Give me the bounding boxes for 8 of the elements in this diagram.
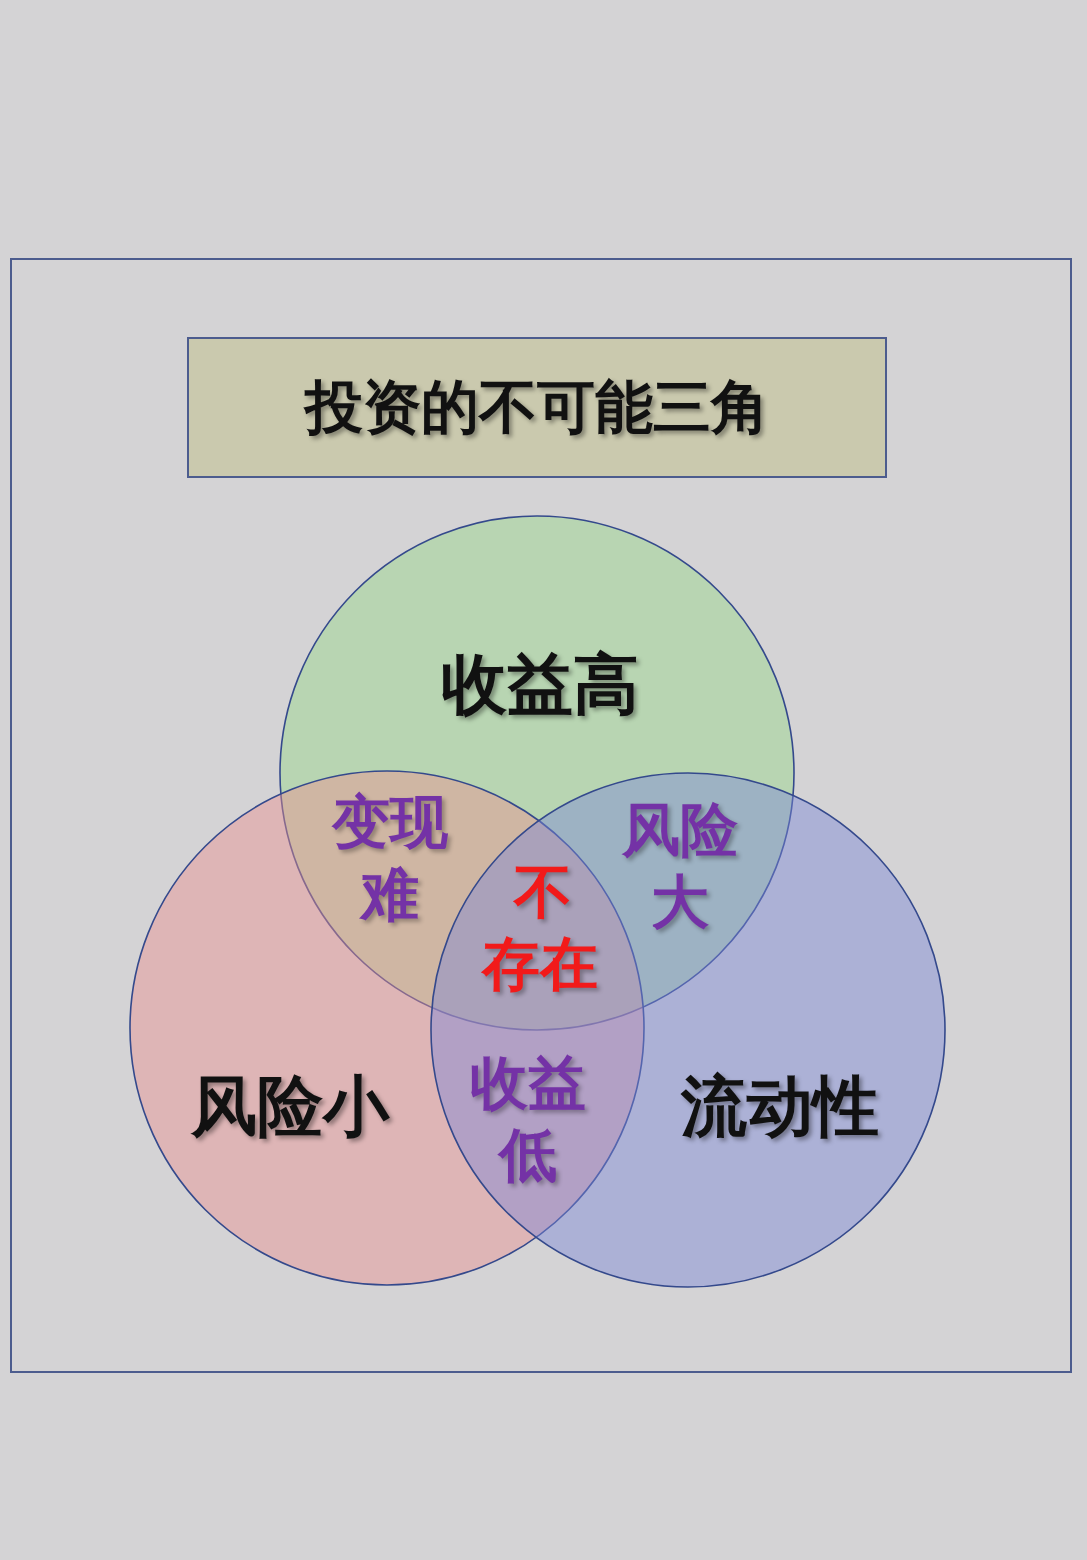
- overlap-label: 不存在: [480, 857, 599, 1000]
- overlap-label: 收益低: [469, 1048, 587, 1191]
- circle-label: 流动性: [681, 1070, 879, 1144]
- overlap-label: 风险大: [621, 795, 739, 938]
- overlap-label: 变现难: [330, 787, 449, 930]
- circle-label: 收益高: [441, 648, 639, 722]
- title: 投资的不可能三角: [187, 337, 887, 478]
- circle-label: 风险小: [191, 1070, 389, 1144]
